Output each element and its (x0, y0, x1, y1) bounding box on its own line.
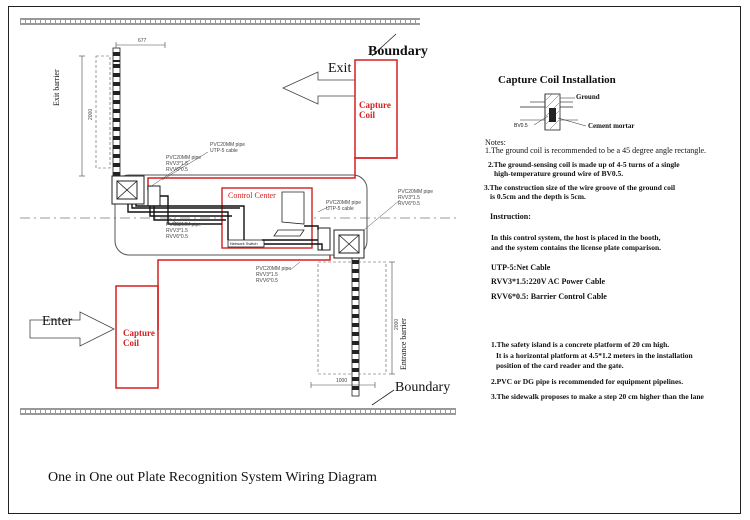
enter-label: Enter (42, 314, 73, 329)
dim-2000-right: 2000 (394, 318, 400, 330)
cable-legend-utp: UTP-5:Net Cable (491, 263, 551, 272)
keyboard-icon (273, 229, 305, 237)
instruction-heading: Instruction: (490, 212, 531, 221)
cable-note-6: PVC20MM pipe RVV3*1.5 RVV6*0.5 (256, 266, 292, 284)
note-line-4: 3.The construction size of the wire groo… (484, 183, 676, 192)
boundary-leader-bottom (371, 389, 395, 406)
cable-legend-rvv3: RVV3*1.5:220V AC Power Cable (491, 277, 606, 286)
coil-panel-title: Capture Coil Installation (498, 74, 616, 86)
cable-note-5: PVC20MM pipe RVV3*1.5 RVV6*0.5 (398, 189, 434, 207)
note-line-5: is 0.5cm and the depth is 5cm. (490, 192, 586, 201)
control-center (221, 187, 313, 249)
cable-red-top (147, 157, 397, 190)
entrance-barrier-label: Entrance barrier (399, 318, 408, 370)
boundary-label-bottom: Boundary (395, 380, 451, 395)
capture-coil-top-label: Capture Coil (359, 100, 391, 120)
ground-label: Ground (576, 93, 600, 101)
wiring-bundle (127, 195, 323, 250)
requirement-line-1: 1.The safety island is a concrete platfo… (491, 340, 670, 349)
exit-barrier-cabinet (111, 175, 161, 207)
cable-note-3: PVC20MM pipe RVV3*1.5 RVV6*0.5 (166, 222, 202, 240)
cable-note-4: PVC20MM pipe UTP-5 cable (326, 200, 362, 212)
capture-coil-bottom (115, 285, 159, 389)
requirement-line-2: It is a horizontal platform at 4.5*1.2 m… (496, 351, 693, 360)
bottom-boundary-wall (20, 408, 456, 415)
boundary-label-top: Boundary (368, 44, 428, 59)
mortar-label: Cement mortar (588, 122, 635, 130)
coil-cross-section (520, 93, 587, 131)
instruction-line-1: In this control system, the host is plac… (491, 233, 661, 242)
safety-island (114, 174, 368, 256)
capture-coil-bottom-label: Capture Coil (123, 328, 155, 348)
requirement-line-4: 2.PVC or DG pipe is recommended for equi… (491, 377, 684, 386)
cable-red-bottom (157, 255, 331, 330)
instruction-line-2: and the system contains the license plat… (491, 243, 661, 252)
monitor-icon (281, 191, 305, 225)
entrance-barrier-cabinet (317, 227, 365, 259)
cable-note-leaders (149, 151, 401, 271)
cable-note-2: PVC20MM pipe RVV3*1.5 RVV6*0.5 (166, 155, 202, 173)
page-frame (8, 6, 741, 514)
exit-barrier-label: Exit barrier (52, 69, 61, 106)
diagram-title: One in One out Plate Recognition System … (48, 470, 377, 485)
exit-label: Exit (328, 61, 352, 76)
control-center-label: Control Center (228, 191, 276, 200)
cable-note-1: PVC20MM pipe UTP-5 cable (210, 142, 246, 154)
notes-heading: Notes: (485, 138, 506, 147)
enter-arrow-icon (29, 311, 115, 347)
dim-1000: 1000 (336, 378, 348, 384)
network-switch-label: Network Switch (230, 241, 258, 246)
boundary-leader-top (371, 33, 397, 57)
dim-677: 677 (138, 38, 147, 44)
cable-legend-rvv6: RVV6*0.5: Barrier Control Cable (491, 292, 607, 301)
note-line-1: 1.The ground coil is recommended to be a… (485, 146, 707, 155)
dim-2000-left: 2000 (88, 108, 94, 120)
requirement-line-5: 3.The sidewalk proposes to make a step 2… (491, 392, 704, 401)
requirement-line-3: position of the card reader and the gate… (496, 361, 624, 370)
note-line-2: 2.The ground-sensing coil is made up of … (488, 160, 680, 169)
bv-label: BV0.5 (514, 123, 528, 129)
note-line-3: high-temperature ground wire of BV0.5. (494, 169, 624, 178)
top-boundary-wall (20, 18, 420, 25)
entrance-barrier (310, 255, 395, 397)
